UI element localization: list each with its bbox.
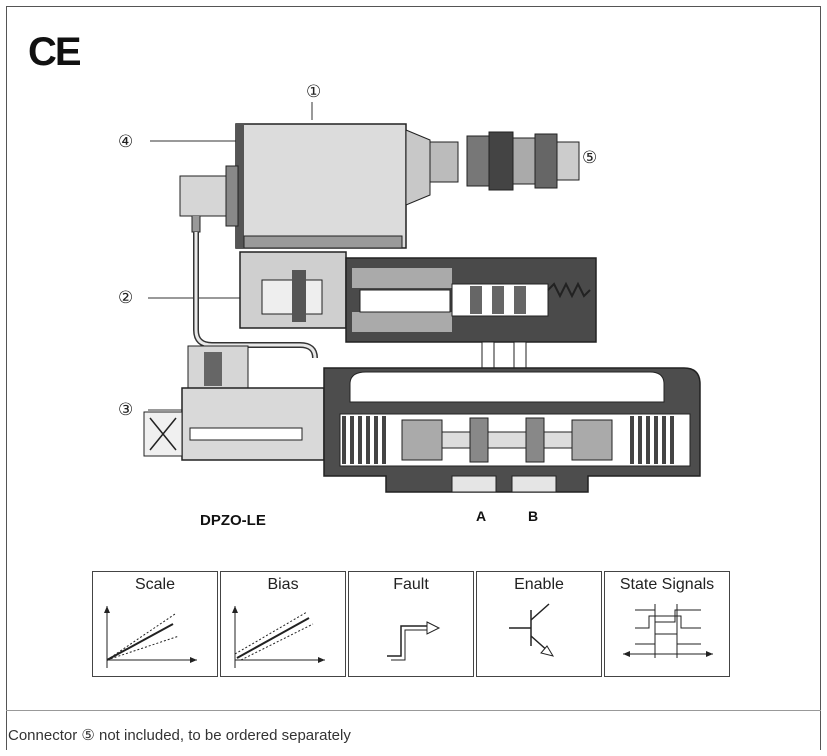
- footer-divider: [6, 710, 821, 711]
- model-label: DPZO-LE: [200, 512, 266, 529]
- scale-icon: [104, 606, 197, 668]
- callout-1: ①: [306, 82, 322, 101]
- footnote: Connector ⑤ not included, to be ordered …: [8, 727, 351, 744]
- function-box-scale: Scale: [92, 571, 218, 677]
- function-box-title: State Signals: [619, 576, 715, 593]
- function-box-title: Enable: [514, 576, 564, 593]
- state-signals-icon: [623, 604, 713, 658]
- enable-icon: [509, 603, 555, 657]
- page-frame: [6, 6, 821, 750]
- function-box-title: Fault: [393, 576, 429, 593]
- bias-icon: [232, 606, 325, 668]
- ce-mark: CE: [28, 30, 82, 74]
- port-a-label: A: [476, 508, 487, 524]
- function-box-bias: Bias: [220, 571, 346, 677]
- callout-3: ③: [118, 400, 134, 419]
- callout-2: ②: [118, 288, 134, 307]
- function-box-title: Scale: [134, 576, 176, 593]
- function-box-fault: Fault: [348, 571, 474, 677]
- fault-icon: [387, 621, 441, 661]
- valve-drawing: [143, 102, 701, 493]
- function-box-state-signals: State Signals: [604, 571, 730, 677]
- function-box-title: Bias: [267, 576, 299, 593]
- function-box-enable: Enable: [476, 571, 602, 677]
- port-b-label: B: [528, 508, 539, 524]
- callout-5: ⑤: [582, 148, 598, 167]
- callout-4: ④: [118, 132, 134, 151]
